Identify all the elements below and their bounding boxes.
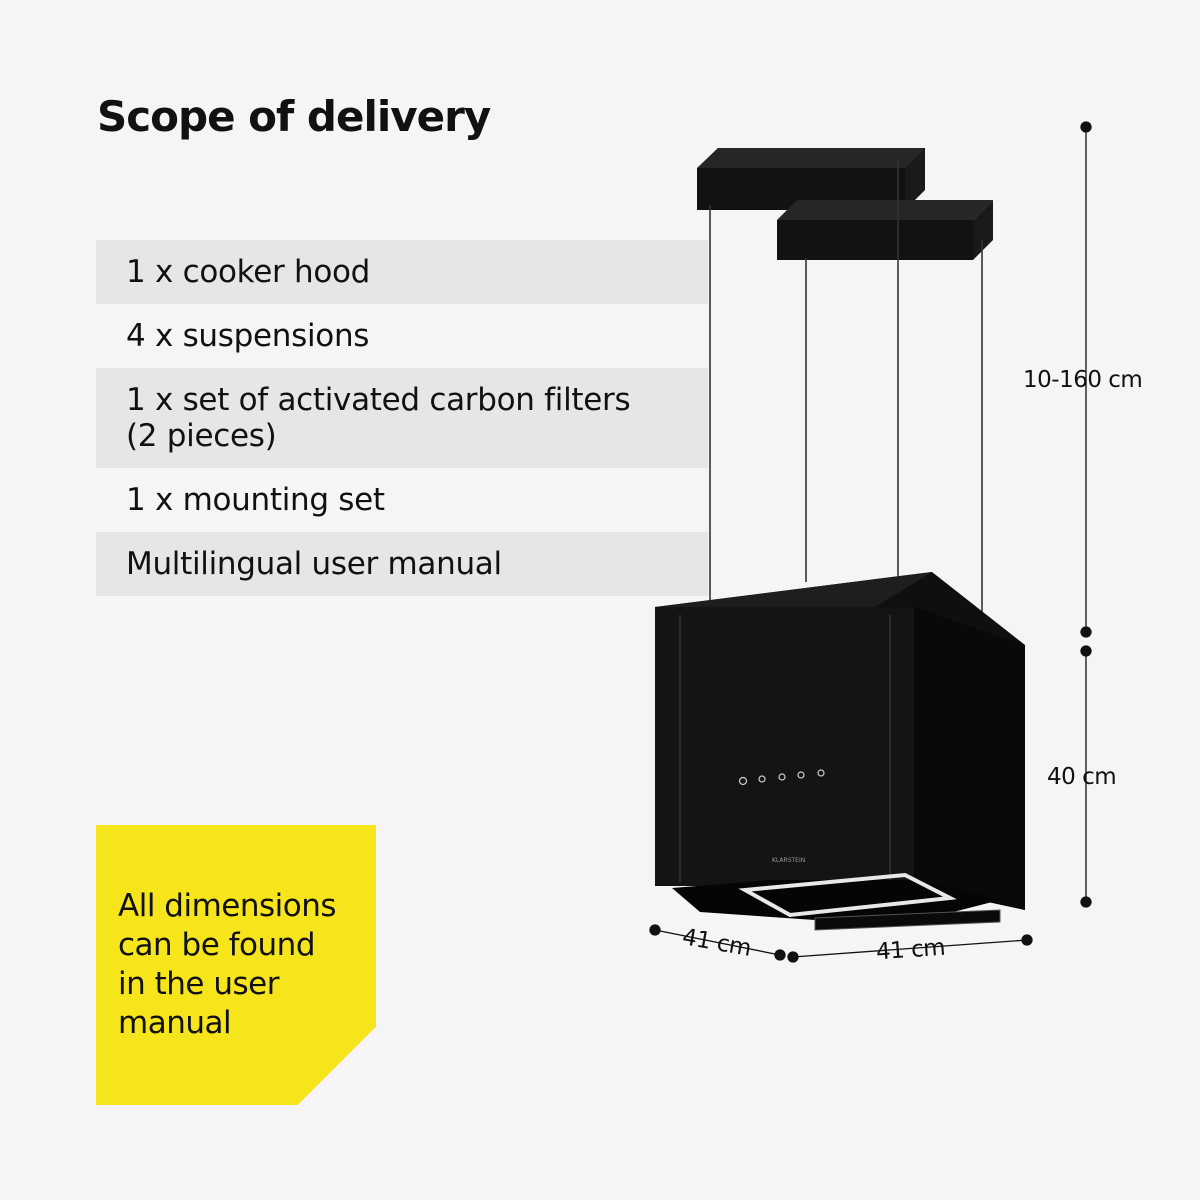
snowflake-icon bbox=[817, 769, 825, 777]
light-icon bbox=[758, 775, 766, 783]
power-icon bbox=[738, 776, 748, 786]
scope-item-text: (2 pieces) bbox=[126, 418, 277, 454]
scope-item: 4 x suspensions bbox=[96, 304, 708, 368]
brand-label: KLARSTEIN bbox=[772, 857, 805, 864]
scope-item: 1 x mounting set bbox=[96, 468, 708, 532]
scope-item-text: 1 x mounting set bbox=[126, 482, 385, 518]
scope-item-text: 1 x cooker hood bbox=[126, 254, 371, 290]
page-title: Scope of delivery bbox=[97, 92, 491, 141]
suspension-cables bbox=[709, 160, 983, 620]
note-line: can be found bbox=[118, 927, 316, 963]
hood-body bbox=[655, 572, 1025, 931]
suspension-length-label: 10-160 cm bbox=[1023, 367, 1143, 393]
scope-item-text: 1 x set of activated carbon filters bbox=[126, 382, 631, 418]
scope-of-delivery-list: 1 x cooker hood 4 x suspensions 1 x set of… bbox=[96, 240, 708, 596]
fan-boost-icon bbox=[797, 771, 805, 779]
dimension-lines bbox=[649, 121, 1092, 963]
scope-item: Multilingual user manual bbox=[96, 532, 708, 596]
fan-icon bbox=[778, 773, 786, 781]
height-label: 40 cm bbox=[1047, 764, 1117, 790]
scope-item: 1 x cooker hood bbox=[96, 240, 708, 304]
note-line: manual bbox=[118, 1005, 232, 1041]
scope-item: 1 x set of activated carbon filters(2 pi… bbox=[96, 368, 708, 468]
note-line: All dimensions bbox=[118, 888, 337, 924]
scope-item-text: Multilingual user manual bbox=[126, 546, 502, 582]
control-panel bbox=[738, 769, 825, 786]
width-label: 41 cm bbox=[875, 934, 946, 966]
note-line: in the user bbox=[118, 966, 279, 1002]
scope-item-text: 4 x suspensions bbox=[126, 318, 370, 354]
ceiling-mount-front bbox=[777, 200, 993, 260]
